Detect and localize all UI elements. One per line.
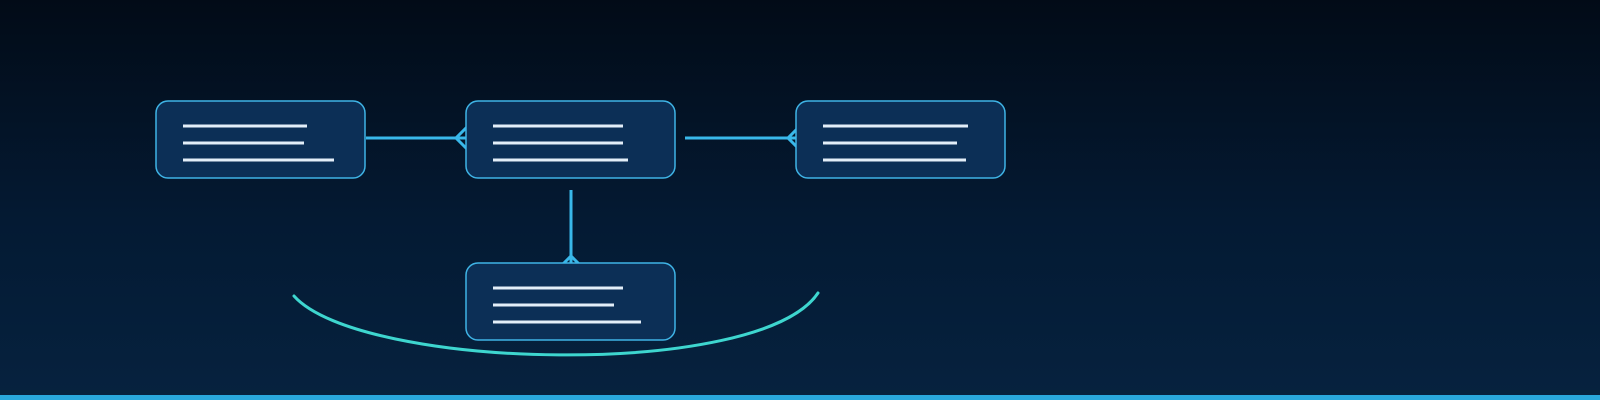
edge-center-to-right[interactable] (685, 124, 802, 152)
node-left[interactable] (155, 100, 366, 179)
node-bottom[interactable] (465, 262, 676, 341)
curved-arc-icon (292, 291, 820, 357)
node-center[interactable] (465, 100, 676, 179)
edge-left-to-center[interactable] (366, 124, 470, 152)
node-right[interactable] (795, 100, 1006, 179)
bottom-accent-bar (0, 395, 1600, 400)
edge-center-to-bottom[interactable] (557, 190, 585, 270)
